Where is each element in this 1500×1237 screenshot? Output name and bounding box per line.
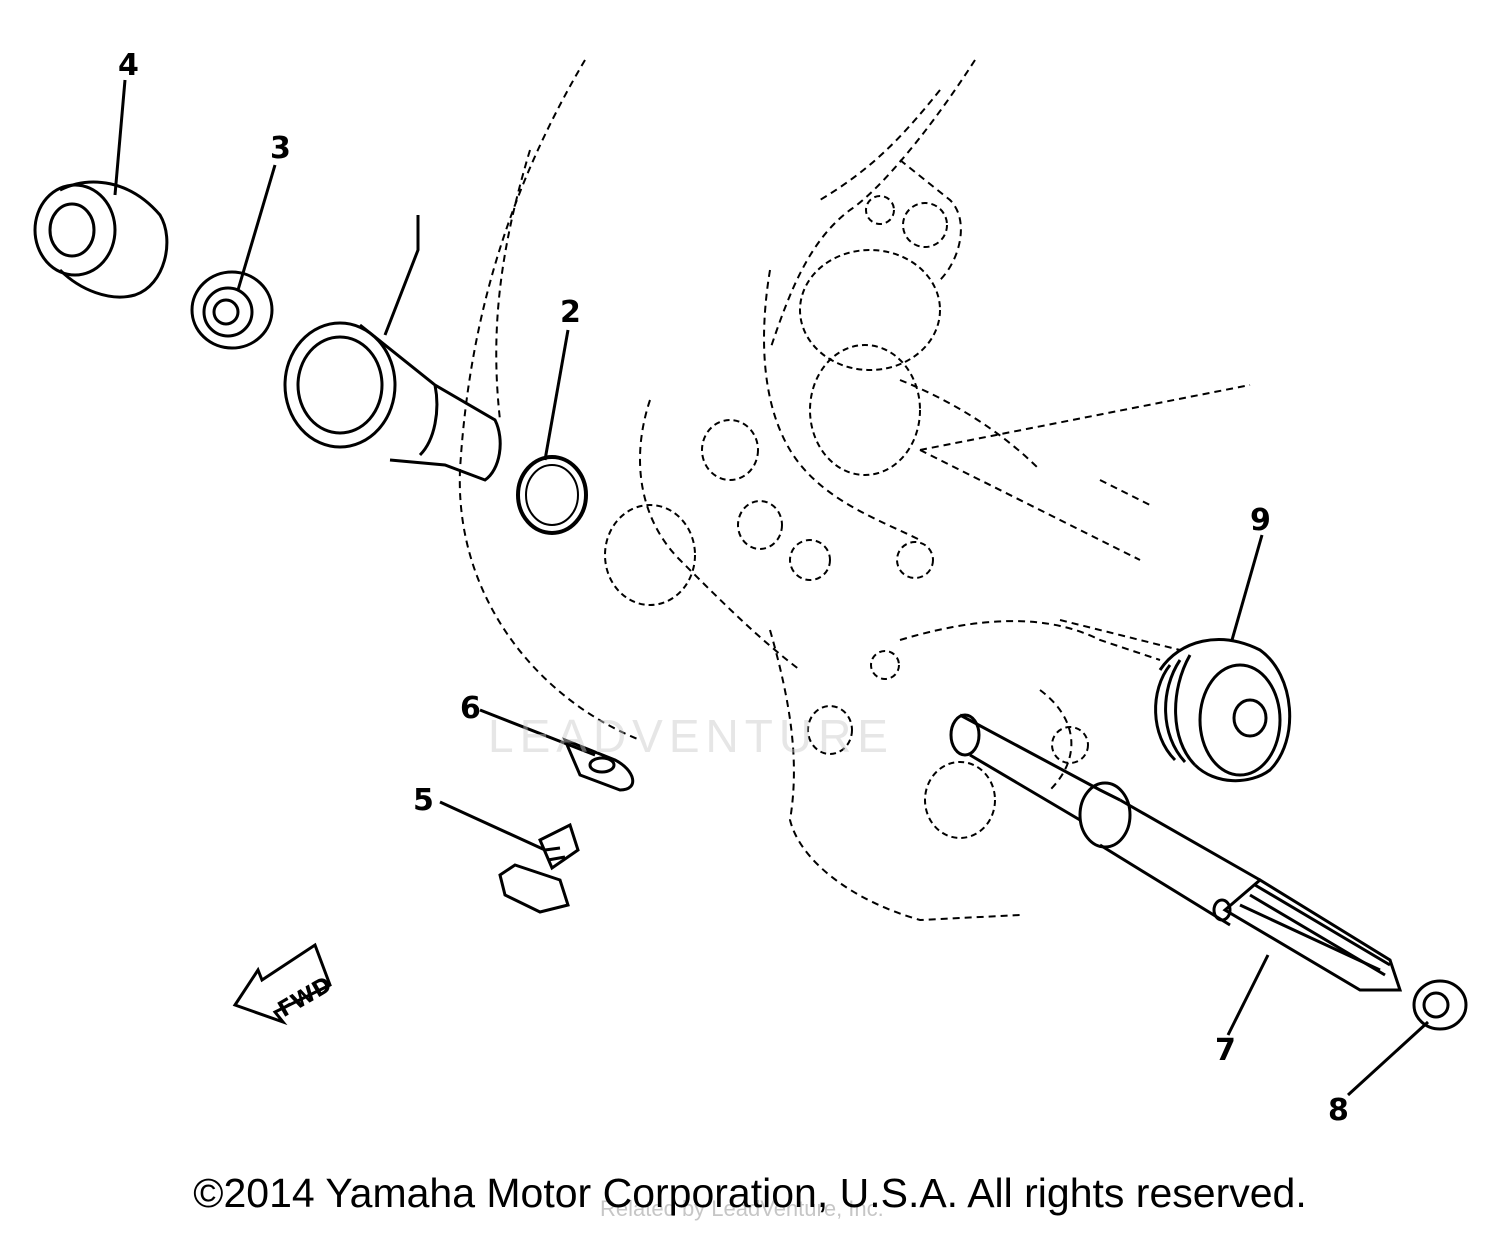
part-5-bolt bbox=[498, 822, 580, 914]
watermark-text: LEADVENTURE bbox=[488, 710, 894, 762]
leader-9 bbox=[1230, 534, 1264, 641]
callout-8: 8 bbox=[1328, 1093, 1349, 1128]
leader-5 bbox=[439, 800, 546, 852]
part-1-sleeve bbox=[283, 321, 502, 482]
part-7-gear-shaft bbox=[949, 713, 1403, 992]
leader-7 bbox=[1226, 954, 1270, 1036]
casing-holes bbox=[604, 195, 1089, 839]
callout-6: 6 bbox=[460, 691, 481, 726]
leader-6 bbox=[479, 708, 596, 757]
leader-lines bbox=[113, 79, 1430, 1097]
callout-2: 2 bbox=[560, 295, 581, 330]
callout-3: 3 bbox=[270, 131, 291, 166]
callout-5: 5 bbox=[413, 783, 434, 818]
part-8-washer bbox=[1412, 979, 1468, 1031]
leader-1 bbox=[383, 215, 420, 336]
callout-7: 7 bbox=[1215, 1033, 1236, 1068]
fwd-arrow: FWD bbox=[232, 942, 336, 1026]
copyright-notice: ©2014 Yamaha Motor Corporation, U.S.A. A… bbox=[193, 1170, 1307, 1216]
callout-4: 4 bbox=[118, 48, 139, 83]
part-2-o-ring bbox=[516, 455, 588, 535]
leader-2 bbox=[543, 329, 570, 461]
leader-3 bbox=[236, 164, 277, 291]
callout-numbers: 4 3 2 9 6 5 7 8 bbox=[118, 48, 1349, 1128]
callout-9: 9 bbox=[1250, 503, 1271, 538]
part-6-washer bbox=[562, 737, 634, 792]
part-4-cap bbox=[33, 180, 169, 299]
watermark: LEADVENTURE bbox=[488, 710, 894, 762]
part-9-plug bbox=[1154, 638, 1292, 783]
leader-8 bbox=[1346, 1020, 1430, 1097]
leader-4 bbox=[113, 79, 127, 196]
watermark-subtext: Related by LeadVenture, Inc. bbox=[600, 1196, 884, 1221]
part-3-nut bbox=[190, 270, 274, 350]
